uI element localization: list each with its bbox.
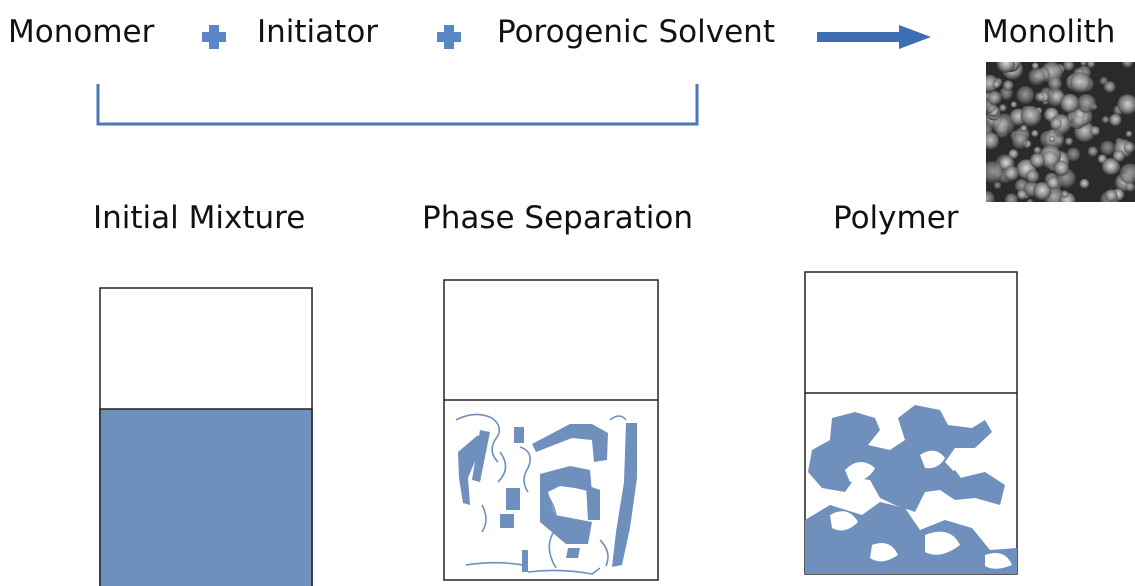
micrograph-grain bbox=[1020, 105, 1042, 127]
micrograph-grain bbox=[1046, 87, 1065, 107]
micrograph-grain bbox=[1102, 158, 1119, 176]
micrograph-grain bbox=[1090, 126, 1100, 136]
micrograph-grain bbox=[1080, 62, 1087, 67]
micrograph-grain bbox=[999, 104, 1007, 112]
beaker-phase-separation bbox=[443, 279, 659, 581]
micrograph-grain bbox=[1010, 101, 1017, 108]
micrograph-grain bbox=[1064, 137, 1073, 146]
micrograph-grain bbox=[1016, 86, 1035, 104]
micrograph-grain bbox=[1125, 130, 1133, 138]
phase-separation-label: Phase Separation bbox=[422, 200, 693, 236]
micrograph-grain bbox=[1123, 141, 1135, 153]
solvent-label: Porogenic Solvent bbox=[497, 14, 775, 50]
micrograph-grain bbox=[1117, 94, 1135, 115]
micrograph-grain bbox=[1016, 189, 1027, 200]
micrograph-grain bbox=[1033, 182, 1052, 201]
micrograph-grain bbox=[1109, 113, 1122, 127]
plus-icon bbox=[202, 25, 226, 49]
monolith-label: Monolith bbox=[982, 14, 1116, 50]
micrograph-grain bbox=[1029, 153, 1045, 168]
micrograph-grain bbox=[1122, 62, 1133, 68]
micrograph-grain bbox=[986, 191, 995, 202]
initial-mixture-label: Initial Mixture bbox=[93, 200, 306, 236]
micrograph-grain bbox=[1060, 93, 1080, 113]
micrograph-grain bbox=[1087, 62, 1095, 68]
micrograph-grain bbox=[1119, 163, 1135, 185]
micrograph-grain bbox=[1063, 62, 1075, 71]
monolith-micrograph bbox=[986, 62, 1135, 202]
micrograph-grain bbox=[1033, 146, 1042, 154]
micrograph-grain bbox=[993, 181, 1002, 190]
micrograph-grain bbox=[1028, 68, 1046, 86]
polymer-strands bbox=[455, 413, 627, 575]
micrograph-grain bbox=[1048, 135, 1056, 142]
micrograph-grain bbox=[1061, 190, 1069, 198]
homogeneous-fill bbox=[99, 408, 313, 586]
micrograph-grain bbox=[1034, 92, 1045, 102]
micrograph-grain bbox=[1105, 189, 1118, 202]
micrograph-grain bbox=[1025, 169, 1040, 184]
micrograph-grain bbox=[1003, 165, 1019, 181]
beaker-initial-mixture bbox=[99, 287, 313, 586]
micrograph-grain bbox=[1040, 151, 1059, 170]
micrograph-grain bbox=[1125, 182, 1135, 192]
micrograph-grain bbox=[1112, 150, 1125, 163]
right-arrow-icon bbox=[817, 25, 931, 49]
monomer-label: Monomer bbox=[8, 14, 155, 50]
micrograph-grain bbox=[992, 80, 1001, 89]
micrograph-grain bbox=[1079, 178, 1090, 189]
micrograph-grain bbox=[1103, 81, 1116, 93]
micrograph-grain bbox=[1070, 72, 1091, 93]
micrograph-grain bbox=[1020, 124, 1028, 133]
micrograph-grain bbox=[986, 161, 1004, 184]
micrograph-grain bbox=[1077, 94, 1096, 113]
micrograph-grain bbox=[1046, 176, 1060, 190]
micrograph-grain bbox=[1049, 117, 1062, 130]
micrograph-grain bbox=[1011, 133, 1028, 150]
polymer-nuclei bbox=[458, 423, 637, 572]
micrograph-grain bbox=[1100, 140, 1115, 156]
micrograph-grain bbox=[1101, 116, 1110, 124]
micrograph-grain bbox=[987, 90, 1002, 105]
reactant-bracket bbox=[96, 84, 699, 126]
micrograph-grain bbox=[996, 62, 1015, 73]
beaker-polymer bbox=[804, 271, 1018, 575]
micrograph-grain bbox=[1053, 160, 1070, 176]
micrograph-grain bbox=[1026, 198, 1033, 202]
micrograph-grain bbox=[1048, 77, 1062, 91]
initiator-label: Initiator bbox=[257, 14, 379, 50]
micrograph-grain bbox=[1066, 147, 1081, 162]
micrograph-grain bbox=[1002, 80, 1014, 91]
porous-polymer bbox=[805, 405, 1017, 574]
micrograph-grain bbox=[1087, 146, 1098, 157]
micrograph-grain bbox=[986, 132, 999, 150]
plus-icon bbox=[437, 25, 461, 49]
micrograph-grain bbox=[1031, 62, 1039, 70]
micrograph-grain bbox=[992, 116, 1011, 135]
pores bbox=[830, 450, 1012, 569]
micrograph-grain bbox=[1031, 129, 1039, 138]
micrograph-grain bbox=[1004, 193, 1018, 202]
polymer-label: Polymer bbox=[833, 200, 959, 236]
